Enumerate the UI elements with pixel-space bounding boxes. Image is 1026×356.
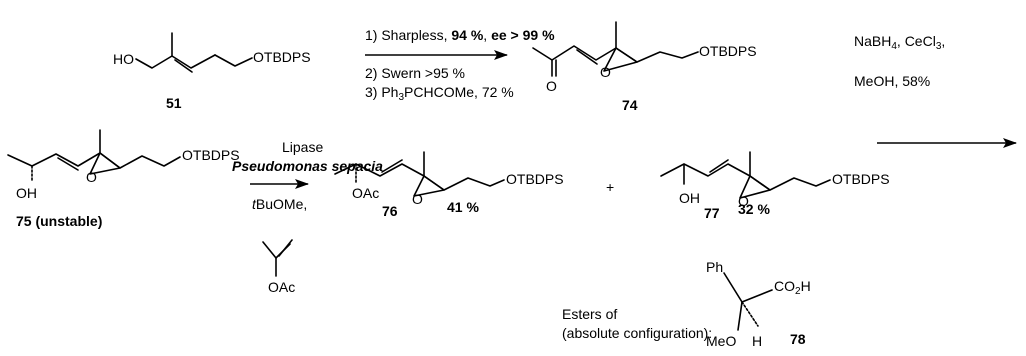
step3-enzyme: Lipase xyxy=(282,139,323,155)
plus-sign: + xyxy=(606,179,614,195)
atom-co2h-78: CO2H xyxy=(774,278,811,297)
atom-epoxide-o-77: O xyxy=(738,193,749,209)
step2-line2: MeOH, 58% xyxy=(854,73,930,89)
compound-label-74: 74 xyxy=(622,97,638,113)
step3-solvent: tBuOMe, xyxy=(252,196,307,212)
atom-ho: HO xyxy=(113,51,134,67)
atom-oac-76: OAc xyxy=(352,185,379,201)
atom-otbdps-76: OTBDPS xyxy=(506,171,564,187)
atom-epoxide-o-76: O xyxy=(412,191,423,207)
atom-o-74: O xyxy=(546,78,557,94)
compound-75: OH O OTBDPS 75 (unstable) xyxy=(7,129,240,229)
compound-76: OAc O OTBDPS 76 41 % xyxy=(334,151,564,219)
atom-oac-reagent: OAc xyxy=(268,279,295,295)
footer-line1: Esters of xyxy=(562,306,617,322)
compound-74: O O OTBDPS 74 xyxy=(532,21,757,113)
compound-label-77: 77 xyxy=(704,205,720,221)
compound-label-75: 75 (unstable) xyxy=(16,213,102,229)
compound-label-51: 51 xyxy=(166,95,182,111)
yield-77: 32 % xyxy=(738,201,770,217)
step1-line2: 2) Swern >95 % xyxy=(365,65,465,81)
compound-label-78: 78 xyxy=(790,331,806,347)
atom-otbdps-74: OTBDPS xyxy=(699,43,757,59)
atom-h-78: H xyxy=(752,333,762,349)
step3-organism: Pseudomonas sepacia xyxy=(232,158,383,174)
step1-line1: 1) Sharpless, 94 %, ee > 99 % xyxy=(365,27,555,43)
compound-77: OH O OTBDPS 77 32 % xyxy=(660,151,890,221)
footer-esters: Esters of (absolute configuration): Ph C… xyxy=(562,259,811,349)
atom-meo-78: MeO xyxy=(706,333,736,349)
step2-conditions: NaBH4, CeCl3, MeOH, 58% xyxy=(854,33,1017,148)
step1-line3: 3) Ph3PCHCOMe, 72 % xyxy=(365,84,514,103)
atom-otbdps-77: OTBDPS xyxy=(832,171,890,187)
atom-oh-77: OH xyxy=(679,190,700,206)
atom-epoxide-o-74: O xyxy=(600,64,611,80)
atom-epoxide-o-75: O xyxy=(86,169,97,185)
step2-line1: NaBH4, CeCl3, xyxy=(854,33,945,52)
atom-otbdps: OTBDPS xyxy=(253,49,311,65)
atom-otbdps-75: OTBDPS xyxy=(182,147,240,163)
step3-conditions: Lipase Pseudomonas sepacia tBuOMe, OAc xyxy=(232,139,383,295)
footer-line2: (absolute configuration): xyxy=(562,325,712,341)
compound-label-76: 76 xyxy=(382,203,398,219)
compound-51: HO OTBDPS 51 xyxy=(113,32,311,111)
atom-ph-78: Ph xyxy=(706,259,723,275)
yield-76: 41 % xyxy=(447,199,479,215)
atom-oh-75: OH xyxy=(16,185,37,201)
step1-conditions: 1) Sharpless, 94 %, ee > 99 % 2) Swern >… xyxy=(365,27,555,103)
